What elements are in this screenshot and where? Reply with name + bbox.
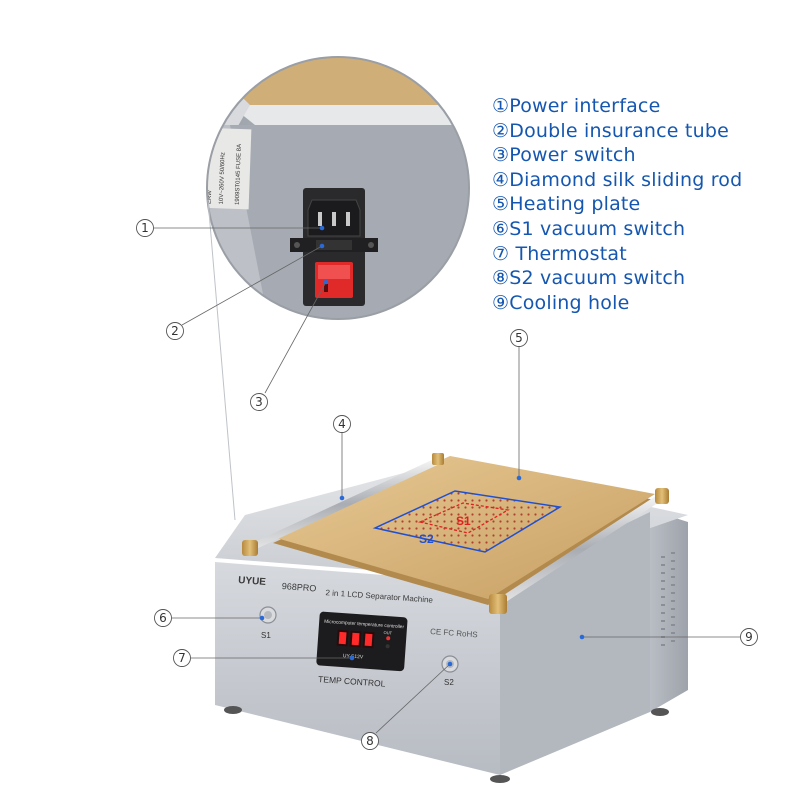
callout-4: 4 <box>333 415 351 433</box>
zone-s1-outline <box>417 502 510 534</box>
legend-item-cooling-hole: ⑨Cooling hole <box>492 291 630 314</box>
legend-item-insurance-tube: ②Double insurance tube <box>492 119 729 142</box>
heating-plate: S1 S2 <box>273 456 655 605</box>
callout-8: 8 <box>361 732 379 750</box>
legend-item-s1-switch: ⑥S1 vacuum switch <box>492 217 686 240</box>
power-rocker-switch <box>315 262 353 298</box>
parts-legend: ①Power interface ②Double insurance tube … <box>492 94 742 315</box>
legend-item-sliding-rod: ④Diamond silk sliding rod <box>492 168 743 191</box>
model-name: 968PRO <box>282 581 317 593</box>
callout-2-label: 2 <box>171 324 179 338</box>
legend-item-thermostat: ⑦ Thermostat <box>492 242 627 265</box>
controller-out: OUT <box>383 630 392 636</box>
callout-1: 1 <box>136 219 154 237</box>
controller-label: Microcomputer temperature controller <box>324 619 405 631</box>
machine-side-panel <box>650 510 688 712</box>
brand-logo: UYUE <box>238 575 267 588</box>
callout-8-label: 8 <box>366 734 374 748</box>
sticker-line-3: 1909ST0145 FUSE 8A <box>235 144 243 205</box>
thermostat-controller: Microcomputer temperature controller OUT… <box>316 611 408 672</box>
zone-s1-label: S1 <box>456 514 471 528</box>
separator-machine: S1 S2 UYUE 968PRO 2 in 1 LCD Separator M… <box>215 453 688 783</box>
cooling-vents <box>661 552 675 646</box>
callout-3: 3 <box>250 393 268 411</box>
machine-front-panel <box>215 562 500 775</box>
power-module <box>290 188 378 306</box>
callout-9: 9 <box>740 628 758 646</box>
callout-7-label: 7 <box>178 651 186 665</box>
callout-9-label: 9 <box>745 630 753 644</box>
legend-item-heating-plate: ⑤Heating plate <box>492 193 641 216</box>
zoom-inset: ERW 10V~260V 50/60Hz 1909ST0145 FUSE 8A <box>206 56 470 521</box>
legend-item-power-interface: ①Power interface <box>492 95 661 117</box>
leader-lines <box>154 227 740 734</box>
callout-7: 7 <box>173 649 191 667</box>
sticker-line-2: 10V~260V 50/60Hz <box>219 152 227 204</box>
zone-s2-label: S2 <box>419 532 434 546</box>
sliding-rods <box>242 453 669 614</box>
legend-item-power-switch: ③Power switch <box>492 144 636 167</box>
callout-2: 2 <box>166 322 184 340</box>
zone-s2-outline <box>372 490 563 553</box>
leader-dots <box>259 225 585 667</box>
callout-6: 6 <box>154 609 172 627</box>
temp-control-label: TEMP CONTROL <box>318 674 386 689</box>
cert-marks: CE FC RoHS <box>430 627 478 639</box>
callout-3-label: 3 <box>255 395 263 409</box>
s1-switch-label: S1 <box>261 631 271 640</box>
callout-1-label: 1 <box>141 221 149 235</box>
callout-4-label: 4 <box>338 417 346 431</box>
legend-item-s2-switch: ⑧S2 vacuum switch <box>492 267 686 290</box>
fuse-holder <box>290 238 378 252</box>
sticker-line-1: ERW <box>207 190 213 204</box>
callout-6-label: 6 <box>159 611 167 625</box>
s2-switch-label: S2 <box>444 678 454 687</box>
power-interface-socket <box>307 199 361 237</box>
callout-5-label: 5 <box>515 331 523 345</box>
callout-5: 5 <box>510 329 528 347</box>
